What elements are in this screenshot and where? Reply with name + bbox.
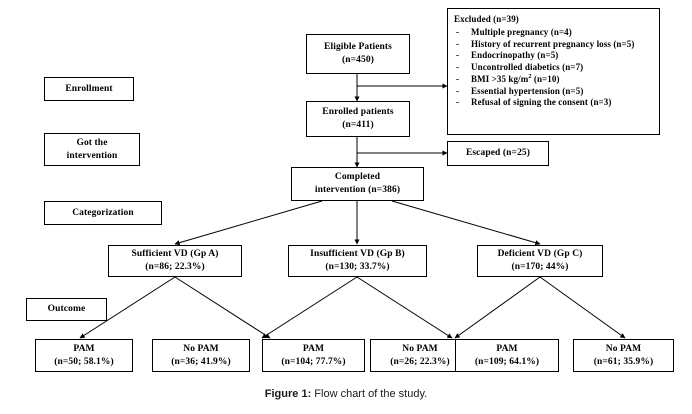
stage-label-enrollment-text: Enrollment — [65, 83, 113, 94]
node-group-c-deficient-vd: Deficient VD (Gp C) (n=170; 44%) — [477, 245, 603, 277]
node-escaped-line1: Escaped (n=25) — [465, 148, 531, 159]
node-outcome-nopam-group-c-line2: (n=61; 35.9%) — [593, 356, 654, 367]
node-outcome-pam-group-a: PAM (n=50; 58.1%) — [35, 339, 133, 372]
node-enrolled-patients-line1: Enrolled patients — [322, 107, 394, 118]
link-completed-groupc — [391, 200, 541, 246]
link-groupb-nopam — [356, 276, 453, 339]
figure-caption-text: Flow chart of the study. — [311, 388, 428, 400]
node-group-b-insufficient-vd: Insufficient VD (Gp B) (n=130; 33.7%) — [288, 245, 427, 277]
node-group-a-line1: Sufficient VD (Gp A) — [131, 249, 219, 260]
node-completed-intervention: Completed intervention (n=386) — [291, 167, 424, 201]
node-outcome-pam-group-b: PAM (n=104; 77.7%) — [262, 339, 365, 372]
node-completed-intervention-line1: Completed — [334, 172, 381, 183]
node-group-c-line2: (n=170; 44%) — [511, 262, 569, 272]
node-eligible-patients-line1: Eligible Patients — [324, 42, 392, 53]
node-outcome-pam-group-b-line2: (n=104; 77.7%) — [281, 356, 346, 367]
figure-caption-label: Figure 1: — [264, 388, 312, 400]
node-outcome-nopam-group-a: No PAM (n=36; 41.9%) — [152, 339, 250, 372]
excluded-item-bmi-prefix: BMI >35 kg/m — [471, 73, 529, 84]
excluded-item-bmi-suffix: (n=10) — [531, 73, 560, 84]
link-groupc-pam — [454, 276, 541, 339]
excluded-item-recurrent-pregnancy-loss-text: History of recurrent pregnancy loss (n=5… — [471, 38, 635, 49]
node-outcome-nopam-group-c: No PAM (n=61; 35.9%) — [573, 339, 674, 372]
link-groupa-nopam — [174, 276, 271, 339]
excluded-item-essential-hypertension-text: Essential hypertension (n=5) — [471, 85, 584, 96]
node-group-a-sufficient-vd: Sufficient VD (Gp A) (n=86; 22.3%) — [108, 245, 242, 277]
node-outcome-pam-group-c-line1: PAM — [496, 343, 518, 354]
excluded-item-endocrinopathy: - Endocrinopathy (n=5) — [454, 50, 653, 62]
excluded-bullet-dash: - — [456, 85, 460, 96]
excluded-item-endocrinopathy-text: Endocrinopathy (n=5) — [471, 50, 559, 61]
node-enrolled-patients-line2: (n=411) — [342, 120, 374, 130]
excluded-bullet-dash: - — [456, 97, 460, 108]
excluded-item-uncontrolled-diabetics: - Uncontrolled diabetics (n=7) — [454, 62, 653, 74]
excluded-item-recurrent-pregnancy-loss: - History of recurrent pregnancy loss (n… — [454, 39, 653, 51]
node-excluded-criteria: Excluded (n=39) - Multiple pregnancy (n=… — [447, 8, 660, 135]
stage-label-got-the-intervention: Got the intervention — [44, 133, 140, 166]
node-group-b-line2: (n=130; 33.7%) — [325, 262, 390, 272]
stage-label-outcome-text: Outcome — [47, 304, 86, 315]
link-groupb-pam — [261, 276, 358, 339]
excluded-item-bmi-superscript: 2 — [528, 73, 532, 80]
excluded-bullet-dash: - — [456, 73, 460, 84]
excluded-item-uncontrolled-diabetics-text: Uncontrolled diabetics (n=7) — [471, 62, 584, 73]
stage-label-categorization: Categorization — [44, 201, 162, 225]
node-group-a-line2: (n=86; 22.3%) — [145, 262, 205, 272]
node-outcome-pam-group-c: PAM (n=109; 64.1%) — [455, 339, 559, 372]
node-outcome-nopam-group-a-line2: (n=36; 41.9%) — [171, 356, 231, 367]
stage-label-enrollment: Enrollment — [44, 77, 134, 101]
excluded-item-refusal-of-consent-text: Refusal of signing the consent (n=3) — [471, 97, 612, 108]
node-outcome-pam-group-a-line1: PAM — [73, 343, 95, 354]
node-group-b-line1: Insufficient VD (Gp B) — [310, 249, 405, 260]
node-group-c-line1: Deficient VD (Gp C) — [497, 249, 583, 260]
node-outcome-nopam-group-b-line1: No PAM — [402, 343, 438, 354]
figure-caption: Figure 1: Flow chart of the study. — [0, 388, 692, 400]
node-outcome-nopam-group-a-line1: No PAM — [183, 343, 219, 354]
excluded-item-refusal-of-consent: - Refusal of signing the consent (n=3) — [454, 97, 653, 109]
excluded-list: - Multiple pregnancy (n=4) - History of … — [454, 27, 653, 109]
stage-label-got-the-intervention-line2: intervention — [66, 150, 118, 161]
stage-label-outcome: Outcome — [26, 298, 107, 321]
excluded-item-bmi: -BMI >35 kg/m2 (n=10) — [454, 74, 653, 86]
excluded-item-essential-hypertension: - Essential hypertension (n=5) — [454, 86, 653, 98]
node-outcome-pam-group-a-line2: (n=50; 58.1%) — [54, 356, 114, 367]
link-groupc-nopam — [539, 276, 626, 339]
node-outcome-pam-group-b-line1: PAM — [302, 343, 325, 354]
stage-label-got-the-intervention-line1: Got the — [76, 137, 108, 148]
node-enrolled-patients: Enrolled patients (n=411) — [306, 101, 410, 137]
excluded-item-multiple-pregnancy: - Multiple pregnancy (n=4) — [454, 27, 653, 39]
excluded-bullet-dash: - — [456, 62, 460, 73]
node-completed-intervention-line2: intervention (n=386) — [314, 185, 401, 195]
excluded-bullet-dash: - — [456, 38, 460, 49]
node-outcome-nopam-group-c-line1: No PAM — [605, 343, 642, 354]
node-outcome-nopam-group-b: No PAM (n=26; 22.3%) — [370, 339, 470, 372]
node-escaped: Escaped (n=25) — [447, 141, 549, 166]
node-eligible-patients-line2: (n=450) — [342, 55, 374, 65]
stage-label-categorization-text: Categorization — [72, 207, 134, 218]
link-completed-groupa — [174, 200, 323, 246]
excluded-bullet-dash: - — [456, 26, 460, 37]
node-eligible-patients: Eligible Patients (n=450) — [306, 34, 410, 74]
excluded-bullet-dash: - — [456, 50, 460, 61]
node-outcome-nopam-group-b-line2: (n=26; 22.3%) — [390, 356, 450, 367]
excluded-item-multiple-pregnancy-text: Multiple pregnancy (n=4) — [471, 26, 572, 37]
node-outcome-pam-group-c-line2: (n=109; 64.1%) — [474, 356, 540, 367]
excluded-title: Excluded (n=39) — [454, 14, 519, 24]
